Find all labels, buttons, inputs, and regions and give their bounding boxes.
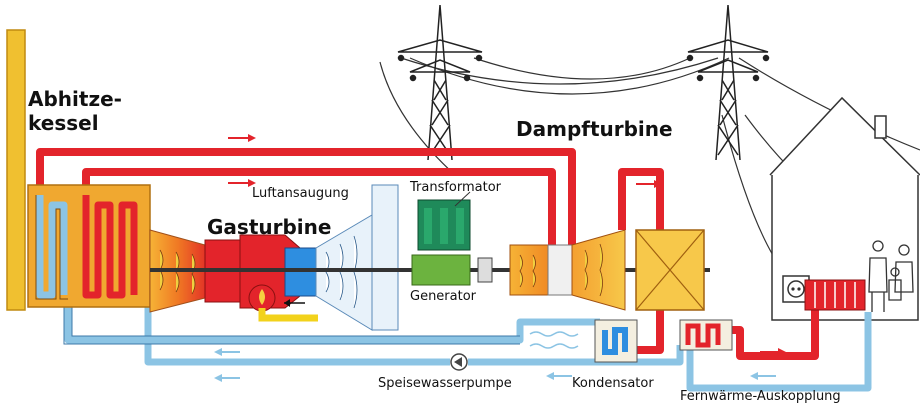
label-kondensator: Kondensator	[572, 376, 654, 391]
flow-arrow-hot-2	[228, 179, 256, 187]
pylon-1	[397, 4, 483, 161]
gasturbine	[149, 184, 399, 331]
radiator-icon	[804, 279, 866, 311]
family-icon	[868, 240, 914, 312]
flow-arrows	[214, 134, 786, 382]
label-speisewasserpumpe: Speisewasserpumpe	[378, 376, 512, 391]
flow-arrow-hot-3	[636, 180, 662, 188]
chimney	[6, 29, 26, 311]
hot-pipes	[36, 148, 819, 360]
label-abhitze-line1: Abhitze-	[28, 87, 122, 111]
dampfturbine	[509, 229, 705, 311]
flow-arrow-hot-4	[760, 348, 786, 356]
kondensator-icon	[529, 319, 638, 363]
flow-arrow-cold-2	[214, 374, 240, 382]
label-transformator: Transformator	[410, 180, 502, 195]
fernwaerme-exchanger-icon	[679, 319, 733, 351]
generator-icon	[411, 254, 493, 286]
flow-arrow-hot-1	[228, 134, 256, 142]
label-gasturbine: Gasturbine	[207, 215, 332, 239]
flow-arrow-cold-4	[750, 372, 776, 380]
flow-arrow-cold-1	[214, 348, 240, 356]
transformator-icon	[417, 199, 471, 251]
combustion-chamber-icon	[248, 284, 318, 322]
label-generator: Generator	[410, 289, 477, 304]
flow-arrow-cold-3	[546, 372, 572, 380]
label-fernwaerme-auskopplung: Fernwärme-Auskopplung	[680, 389, 841, 404]
transformator-pointer	[454, 191, 471, 207]
label-luftansaugung: Luftansaugung	[252, 186, 349, 201]
pylon-2	[686, 4, 770, 161]
speisewasserpumpe-icon	[450, 353, 468, 371]
abhitzekessel-boiler	[27, 184, 151, 308]
label-abhitze-line2: kessel	[28, 111, 99, 135]
label-dampfturbine: Dampfturbine	[516, 117, 673, 141]
